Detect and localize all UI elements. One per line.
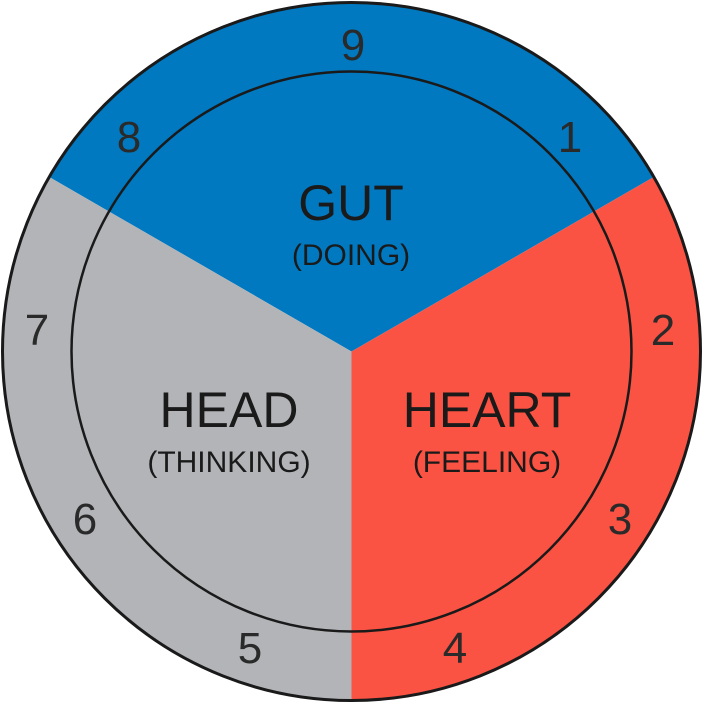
number-5: 5 (238, 624, 262, 673)
heart-title: HEART (403, 382, 572, 438)
number-1: 1 (558, 113, 582, 162)
number-4: 4 (443, 624, 467, 673)
inner-ring (70, 70, 633, 633)
head-segment (2, 177, 352, 701)
number-3: 3 (608, 495, 632, 544)
number-8: 8 (117, 113, 141, 162)
gut-segment (49, 2, 654, 352)
number-7: 7 (25, 306, 49, 355)
heart-subtitle: (FEELING) (413, 446, 561, 479)
number-6: 6 (73, 495, 97, 544)
heart-segment (351, 177, 701, 701)
head-title: HEAD (160, 382, 299, 438)
gut-subtitle: (DOING) (292, 239, 410, 272)
number-9: 9 (341, 21, 365, 70)
gut-title: GUT (298, 175, 404, 231)
head-subtitle: (THINKING) (147, 446, 310, 479)
number-2: 2 (651, 306, 675, 355)
